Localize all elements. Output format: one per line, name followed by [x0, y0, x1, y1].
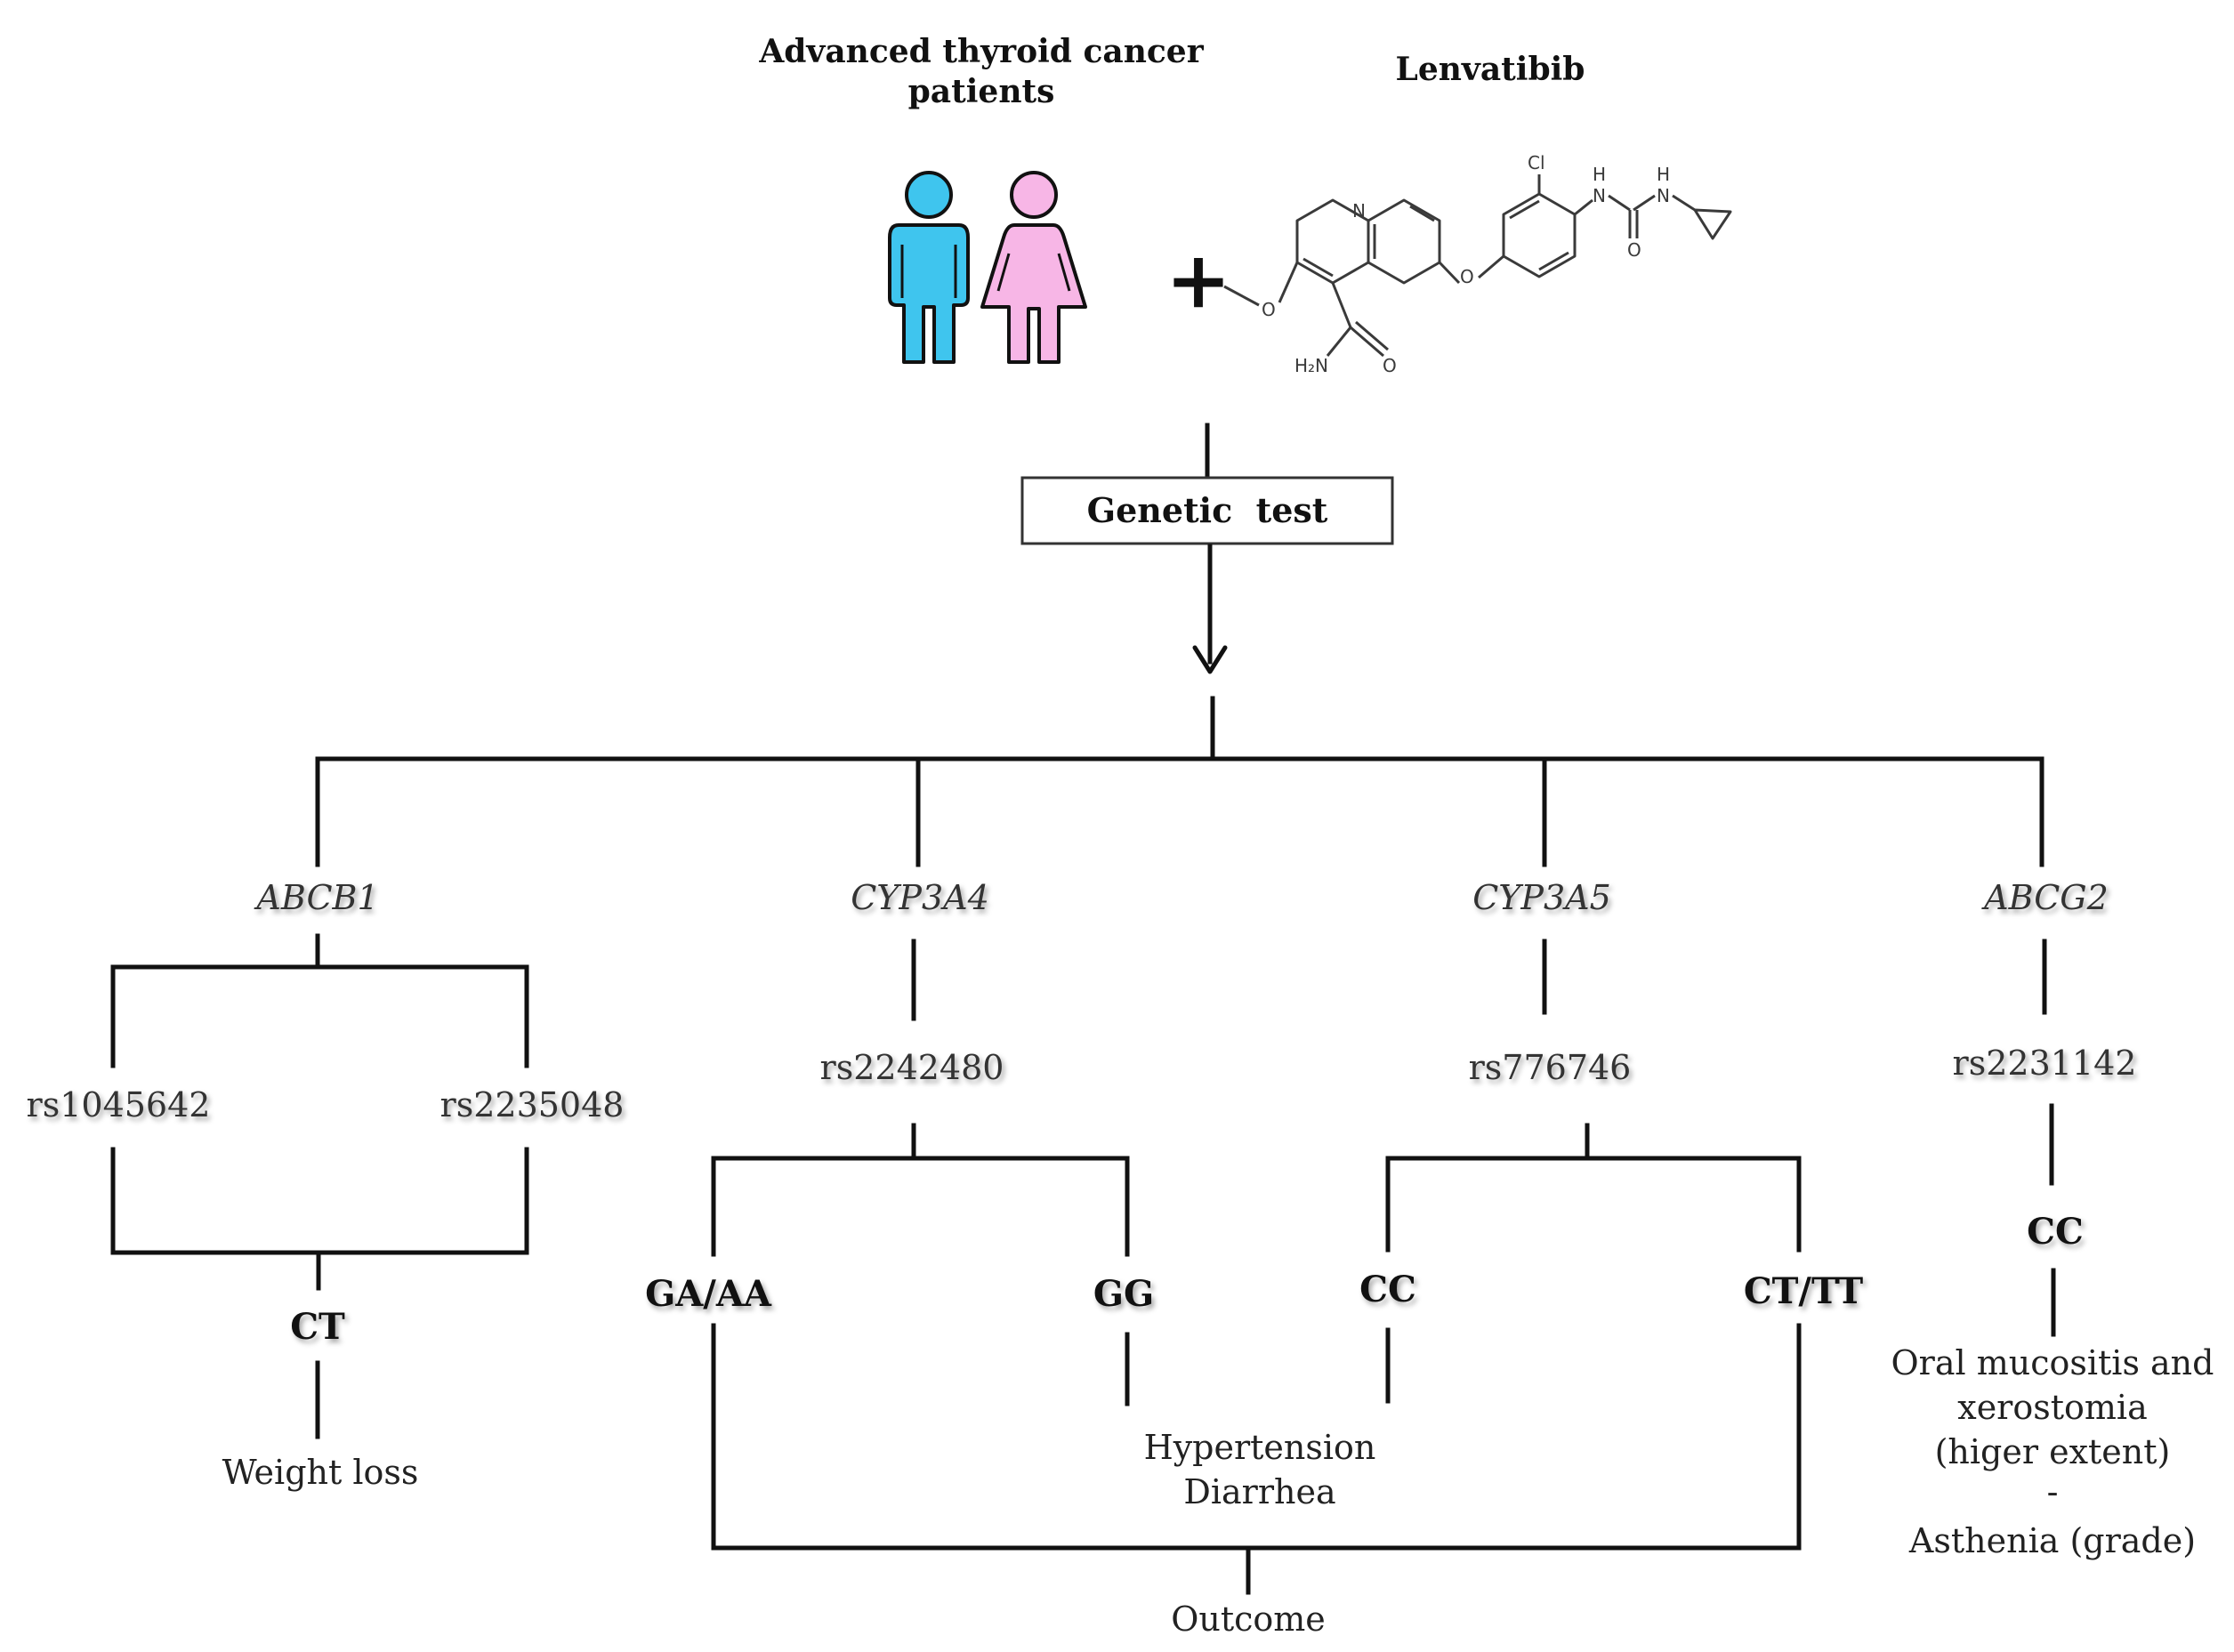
- snp-rs1045642: rs1045642: [27, 1085, 211, 1124]
- atom-n2: N: [1657, 185, 1670, 206]
- drug-title: Lenvatibib: [1396, 51, 1585, 88]
- atom-h2: H: [1657, 164, 1670, 185]
- male-head: [905, 171, 953, 219]
- snp-rs2235048: rs2235048: [440, 1085, 625, 1124]
- genotype-cyp3a5-cc: CC: [1359, 1269, 1416, 1310]
- atom-o-amide: O: [1383, 355, 1397, 376]
- female-head: [1010, 171, 1058, 219]
- patients-title-line2: patients: [908, 73, 1055, 110]
- genotype-cyp3a4-ga-aa: GA/AA: [645, 1273, 772, 1315]
- atom-o-methoxy: O: [1262, 299, 1276, 320]
- outcome-abcg2-line4: -: [2047, 1472, 2059, 1511]
- gene-abcg2: ABCG2: [1981, 878, 2109, 917]
- outcome-label: Outcome: [1171, 1600, 1326, 1639]
- atom-n1: N: [1593, 185, 1606, 206]
- genetic-test-arrowhead: [1192, 645, 1228, 674]
- outcome-abcg2-line5: Asthenia (grade): [1908, 1521, 2196, 1560]
- snp-rs2242480: rs2242480: [820, 1048, 1004, 1087]
- atom-h1: H: [1593, 164, 1606, 185]
- genotype-cyp3a4-gg: GG: [1093, 1273, 1154, 1315]
- male-body: [888, 223, 970, 364]
- lenvatinib-structure: Cl N H N H N O O O O H₂N: [1223, 152, 1732, 376]
- genetic-test-box: [1020, 476, 1394, 545]
- atom-o-ether: O: [1460, 266, 1474, 287]
- gene-cyp3a4: CYP3A4: [851, 878, 989, 917]
- outcome-weight-loss: Weight loss: [222, 1453, 419, 1492]
- atom-nh2: H₂N: [1294, 355, 1328, 376]
- gene-cyp3a5: CYP3A5: [1472, 878, 1611, 917]
- gene-abcb1: ABCB1: [254, 878, 378, 917]
- atom-o-carbonyl: O: [1627, 239, 1641, 261]
- male-person-icon: [888, 171, 970, 364]
- female-body: [980, 223, 1087, 364]
- snp-rs2231142: rs2231142: [1953, 1044, 2137, 1083]
- plus-sign: +: [1165, 233, 1231, 326]
- female-person-icon: [980, 171, 1087, 364]
- snp-rs776746: rs776746: [1469, 1048, 1632, 1087]
- genotype-abcb1-ct: CT: [290, 1306, 345, 1348]
- genotype-abcg2-cc: CC: [2027, 1211, 2084, 1253]
- atom-cl: Cl: [1528, 152, 1545, 173]
- outcome-abcg2-line2: xerostomia: [1957, 1388, 2147, 1427]
- outcome-abcg2-line1: Oral mucositis and: [1891, 1343, 2214, 1382]
- outcome-hypertension: Hypertension: [1144, 1428, 1376, 1467]
- genotype-cyp3a5-ct-tt: CT/TT: [1744, 1270, 1864, 1312]
- outcome-diarrhea: Diarrhea: [1183, 1472, 1335, 1511]
- outcome-abcg2-line3: (higer extent): [1935, 1432, 2171, 1471]
- atom-n-quinoline: N: [1352, 200, 1366, 222]
- patients-title-line1: Advanced thyroid cancer: [758, 33, 1204, 70]
- genetic-test-label: Genetic test: [1087, 490, 1328, 530]
